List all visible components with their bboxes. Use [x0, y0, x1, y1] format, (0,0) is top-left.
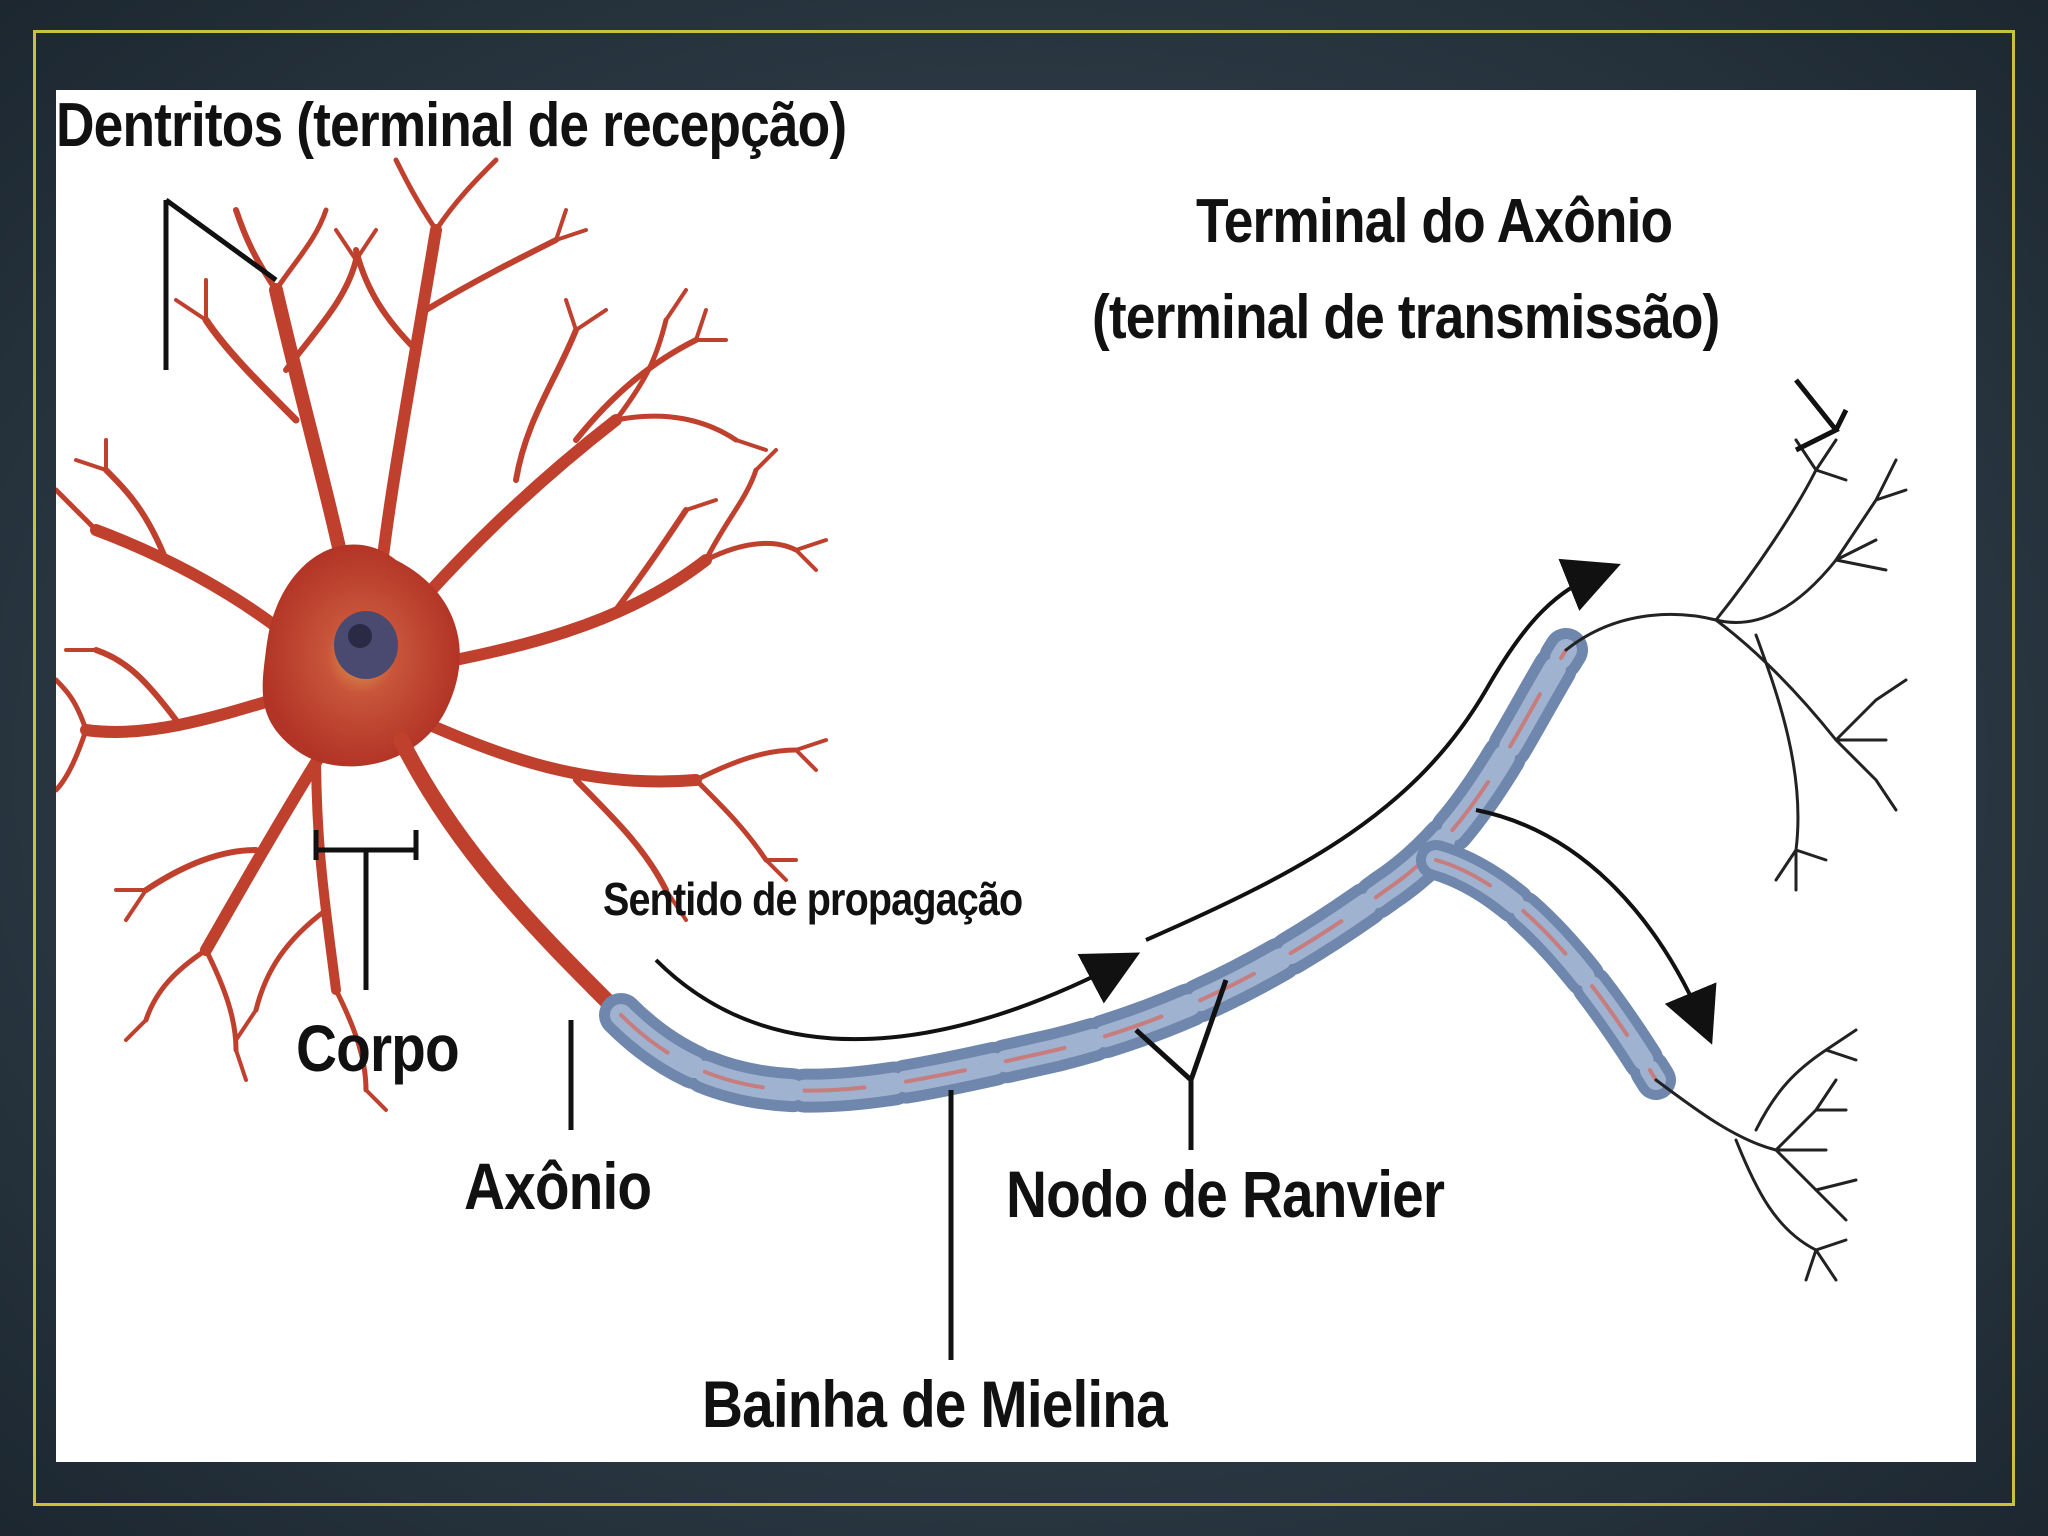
axon-terminals [1566, 440, 1906, 1280]
myelin-label: Bainha de Mielina [702, 1366, 1167, 1442]
axon-terminal-pointer [1796, 380, 1846, 450]
neuron-diagram: Dentritos (terminal de recepção) Termina… [56, 90, 1976, 1462]
ranvier-label: Nodo de Ranvier [1006, 1156, 1444, 1232]
axon-label: Axônio [464, 1148, 651, 1224]
axon-terminal-label-line1: Terminal do Axônio [1196, 186, 1672, 257]
axon-terminal-label-line2: (terminal de transmissão) [1092, 282, 1719, 353]
cell-body [263, 544, 460, 766]
dendrites-label: Dentritos (terminal de recepção) [56, 90, 846, 161]
propagation-label: Sentido de propagação [603, 872, 1022, 926]
body-label: Corpo [296, 1010, 459, 1086]
